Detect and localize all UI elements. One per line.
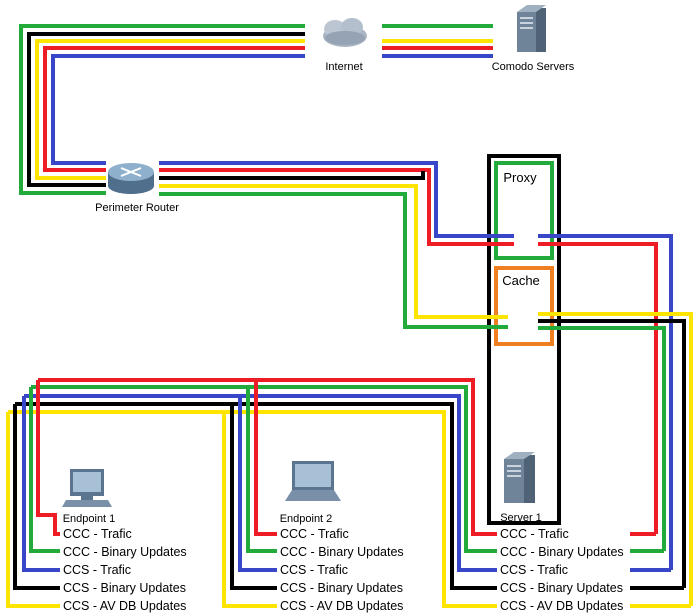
ep2-red <box>254 380 277 536</box>
legend-item-label: CCC - Binary Updates <box>280 545 404 559</box>
internet-router-blue <box>51 54 305 165</box>
legend-item-label: CCS - Binary Updates <box>63 581 186 595</box>
ep2-yellow <box>222 412 277 608</box>
router-icon <box>108 163 154 194</box>
ep1-red <box>36 380 60 536</box>
internet-router-yellow <box>35 39 305 180</box>
ep2-blue <box>238 396 277 572</box>
router-proxy-blue <box>159 161 514 238</box>
ep1-yellow <box>6 412 60 608</box>
legend-item-label: CCS - AV DB Updates <box>280 599 403 613</box>
ep2-black <box>230 404 277 590</box>
router-proxy-black <box>159 171 425 180</box>
legend-item-label: CCS - Binary Updates <box>280 581 403 595</box>
internet-router-red <box>43 46 305 172</box>
router-cache-green <box>159 192 508 329</box>
desktop-pc-icon <box>62 469 112 507</box>
cache-box <box>494 266 554 346</box>
comodo-servers-label: Comodo Servers <box>492 61 575 73</box>
ep1-black <box>13 404 60 590</box>
legend-item-label: CCS - Binary Updates <box>500 581 623 595</box>
server-tower-icon <box>504 452 535 503</box>
legend-item-label: CCC - Binary Updates <box>63 545 187 559</box>
cache-label: Cache <box>502 273 540 288</box>
cache-out-black <box>538 319 686 588</box>
internet-router-black <box>27 32 305 187</box>
ep1-green <box>29 387 60 553</box>
legend-item-label: CCS - Trafic <box>500 563 568 577</box>
server-1-box <box>487 154 561 525</box>
cache-out-green <box>538 326 666 551</box>
proxy-box <box>494 161 554 260</box>
ep2-green <box>246 387 277 553</box>
legend-item-label: CCS - Trafic <box>280 563 348 577</box>
legend-item-label: CCC - Binary Updates <box>500 545 624 559</box>
proxy-out-red <box>538 242 658 534</box>
proxy-out-blue <box>538 234 673 570</box>
server-1-label: Server 1 <box>500 512 542 524</box>
legend-item-label: CCS - AV DB Updates <box>63 599 186 613</box>
ep1-blue <box>22 396 60 572</box>
legend-item-label: CCC - Trafic <box>280 527 349 541</box>
legend-item-label: CCC - Trafic <box>500 527 569 541</box>
legend-item-label: CCS - Trafic <box>63 563 131 577</box>
cache-out-yellow <box>538 312 693 606</box>
router-cache-yellow <box>159 184 508 319</box>
router-proxy-red <box>159 168 514 246</box>
endpoint-2-label: Endpoint 2 <box>280 513 333 525</box>
legend-item-label: CCS - AV DB Updates <box>500 599 623 613</box>
internet-router-green <box>19 24 305 195</box>
endpoint-1-label: Endpoint 1 <box>63 513 116 525</box>
internet-label: Internet <box>325 61 362 73</box>
connection-lines <box>6 24 693 608</box>
server-tower-icon <box>517 5 546 52</box>
proxy-label: Proxy <box>503 170 537 185</box>
legend-item-label: CCC - Trafic <box>63 527 132 541</box>
laptop-icon <box>285 461 341 501</box>
perimeter-router-label: Perimeter Router <box>95 202 179 214</box>
cloud-icon <box>323 18 367 47</box>
